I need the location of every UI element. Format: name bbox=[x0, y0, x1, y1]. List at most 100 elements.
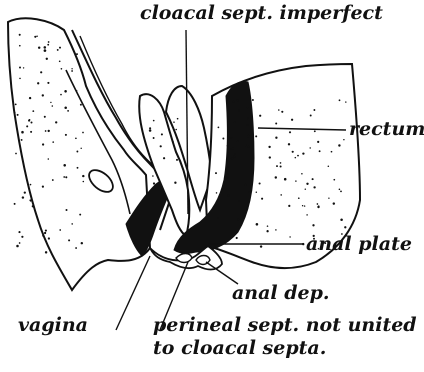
stipple-dot bbox=[79, 214, 81, 216]
stipple-dot bbox=[234, 153, 236, 155]
stipple-dot bbox=[177, 118, 179, 120]
stipple-dot bbox=[65, 134, 67, 136]
stipple-dot bbox=[66, 209, 68, 211]
stipple-dot bbox=[19, 67, 21, 69]
stipple-dot bbox=[275, 137, 277, 139]
stipple-dot bbox=[153, 137, 155, 139]
stipple-dot bbox=[44, 49, 47, 52]
stipple-dot bbox=[152, 175, 154, 177]
stipple-dot bbox=[328, 198, 329, 199]
stipple-dot bbox=[246, 207, 248, 209]
stipple-dot bbox=[345, 101, 346, 102]
stipple-dot bbox=[81, 242, 83, 244]
stipple-dot bbox=[21, 139, 23, 141]
stipple-dot bbox=[259, 182, 261, 184]
stipple-dot bbox=[276, 165, 278, 167]
stipple-dot bbox=[19, 34, 21, 36]
stipple-dot bbox=[231, 137, 233, 139]
stipple-dot bbox=[275, 176, 277, 178]
stipple-dot bbox=[319, 150, 321, 152]
stipple-dot bbox=[314, 130, 316, 132]
stipple-dot bbox=[227, 152, 229, 154]
stipple-dot bbox=[67, 110, 69, 112]
stipple-dot bbox=[59, 229, 61, 231]
stipple-dot bbox=[77, 167, 79, 169]
stipple-dot bbox=[237, 218, 239, 220]
stipple-dot bbox=[42, 186, 44, 188]
stipple-dot bbox=[71, 223, 73, 225]
stipple-dot bbox=[217, 217, 219, 219]
stipple-dot bbox=[231, 157, 233, 159]
stipple-dot bbox=[260, 245, 262, 247]
stipple-dot bbox=[59, 47, 61, 49]
stipple-dot bbox=[292, 151, 294, 153]
stipple-dot bbox=[22, 196, 24, 198]
stipple-dot bbox=[244, 184, 246, 186]
stipple-dot bbox=[338, 144, 340, 146]
stipple-dot bbox=[247, 145, 250, 148]
stipple-dot bbox=[176, 159, 178, 161]
stipple-dot bbox=[248, 191, 250, 193]
stipple-dot bbox=[175, 129, 177, 131]
stipple-dot bbox=[238, 200, 240, 202]
stipple-dot bbox=[313, 109, 315, 111]
stipple-dot bbox=[227, 177, 229, 179]
stipple-dot bbox=[83, 181, 85, 183]
stipple-dot bbox=[149, 129, 152, 132]
stipple-dot bbox=[34, 36, 36, 38]
stipple-dot bbox=[15, 153, 17, 155]
stipple-dot bbox=[63, 164, 66, 167]
stipple-dot bbox=[82, 175, 84, 177]
stipple-dot bbox=[44, 232, 46, 234]
stipple-dot bbox=[14, 203, 16, 205]
stipple-dot bbox=[295, 180, 296, 181]
stipple-dot bbox=[64, 90, 67, 93]
stipple-dot bbox=[284, 178, 287, 181]
stipple-dot bbox=[61, 68, 63, 70]
stipple-dot bbox=[297, 155, 299, 157]
stipple-dot bbox=[26, 125, 28, 127]
stipple-dot bbox=[71, 68, 72, 69]
stipple-dot bbox=[47, 44, 49, 46]
stipple-dot bbox=[29, 97, 31, 99]
stipple-dot bbox=[17, 114, 19, 116]
stipple-dot bbox=[234, 121, 236, 123]
stipple-dot bbox=[238, 110, 240, 112]
stipple-dot bbox=[45, 130, 47, 132]
stipple-dot bbox=[40, 71, 42, 73]
stipple-dot bbox=[29, 119, 30, 120]
stipple-dot bbox=[268, 146, 270, 148]
stipple-dot bbox=[48, 130, 50, 132]
stipple-dot bbox=[42, 235, 44, 237]
stipple-dot bbox=[216, 192, 218, 194]
stipple-dot bbox=[317, 206, 319, 208]
stipple-dot bbox=[259, 115, 261, 117]
stipple-dot bbox=[317, 203, 319, 205]
stipple-dot bbox=[255, 135, 257, 137]
stipple-dot bbox=[304, 205, 305, 206]
stipple-dot bbox=[343, 139, 344, 140]
stipple-dot bbox=[76, 53, 78, 55]
stipple-dot bbox=[57, 49, 59, 51]
stipple-dot bbox=[310, 115, 312, 117]
stipple-dot bbox=[312, 178, 314, 180]
stipple-dot bbox=[306, 214, 308, 216]
stipple-dot bbox=[288, 205, 290, 207]
stipple-dot bbox=[247, 135, 250, 138]
stipple-dot bbox=[227, 194, 230, 197]
stipple-dot bbox=[267, 225, 269, 227]
stipple-dot bbox=[30, 121, 32, 123]
stipple-dot bbox=[15, 103, 17, 105]
stipple-dot bbox=[288, 143, 290, 145]
stipple-dot bbox=[280, 165, 282, 167]
stipple-dot bbox=[331, 151, 333, 153]
stipple-dot bbox=[233, 155, 236, 158]
stipple-dot bbox=[46, 58, 48, 60]
stipple-dot bbox=[313, 186, 315, 188]
stipple-dot bbox=[52, 179, 54, 181]
stipple-dot bbox=[30, 131, 32, 133]
stipple-dot bbox=[21, 131, 24, 134]
stipple-dot bbox=[75, 137, 77, 139]
stipple-dot bbox=[82, 132, 84, 134]
